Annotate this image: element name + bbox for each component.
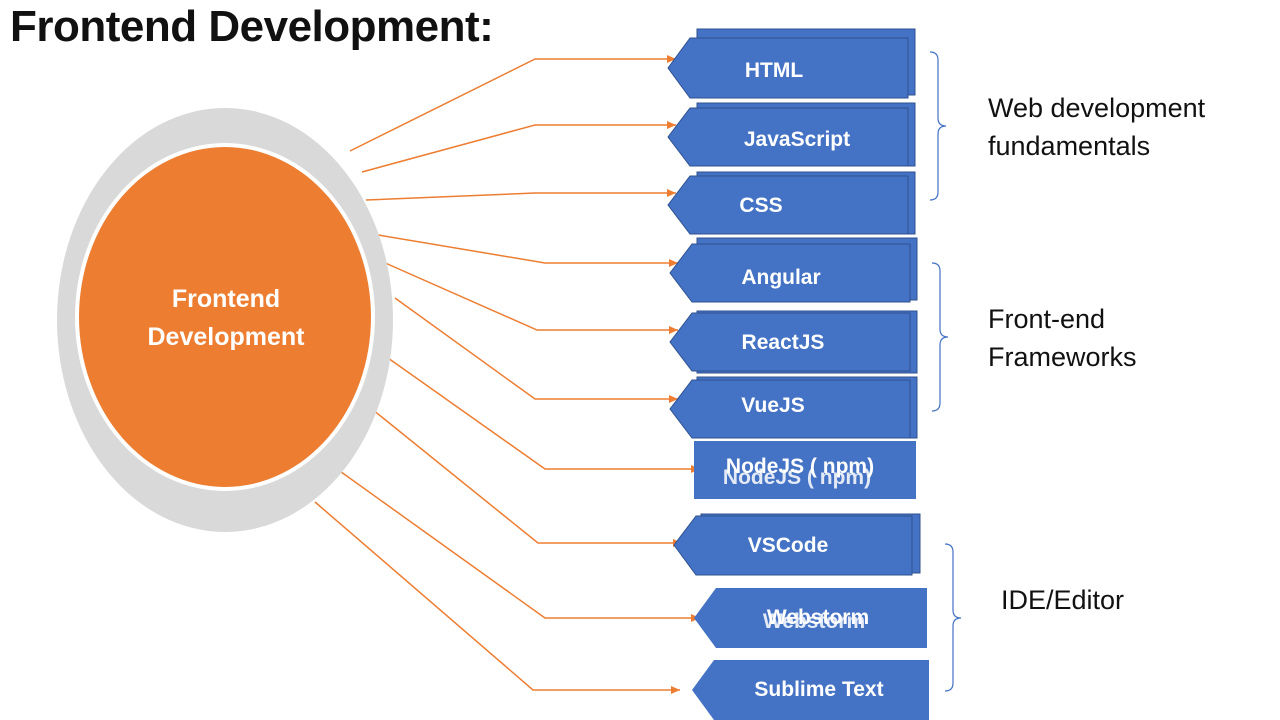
group-label-line1: Web development [988,93,1206,123]
group-label-line2: fundamentals [988,131,1151,161]
arrowhead [671,686,680,694]
connectors [314,55,700,694]
connector-webstorm [329,463,700,619]
node-javascript: JavaScript [667,102,916,167]
node-label: NodeJS ( npm) [726,455,874,478]
node-label: ReactJS [742,331,825,354]
arrowhead [667,55,676,63]
group-label-line1: Front-end [988,304,1106,334]
connector-vuejs [394,297,678,400]
connector-reactjs [382,261,678,331]
node-label-echo: NodeJS ( npm) [723,466,871,489]
node-label-echo: Webstorm [763,610,865,633]
center-node-label-line1: Frontend [172,285,280,313]
group-label-line1: IDE/Editor [1001,585,1125,615]
node-label: HTML [745,59,803,82]
arrowhead [669,259,678,267]
center-node-label-line2: Development [148,323,306,351]
connector-html [349,58,676,152]
node-label: VueJS [741,394,804,417]
node-vuejs: VueJS [669,376,918,439]
connector-vscode [351,392,682,544]
node-css: CSS [667,171,916,235]
connector-nodejs [329,316,700,470]
group-brackets [929,51,962,692]
bracket-ide-editor [944,543,962,692]
arrowhead [667,121,676,129]
node-reactjs: ReactJS [669,310,918,374]
arrowhead [669,395,678,403]
node-label: Angular [741,266,820,289]
node-nodejs: NodeJS ( npm) NodeJS ( npm) [694,441,916,499]
node-label: Sublime Text [754,678,883,701]
node-sublime-text: Sublime Text [692,660,929,720]
bracket-frameworks [931,262,949,412]
node-angular: Angular [669,237,918,303]
group-label-web-fundamentals: Web development fundamentals [988,89,1205,165]
node-label: Webstorm [767,606,869,629]
node-label: JavaScript [744,128,850,151]
diagram-title: Frontend Development: [10,2,494,51]
connector-javascript [361,124,676,173]
group-label-ide-editor: IDE/Editor [1001,581,1124,619]
node-webstorm: Webstorm Webstorm [694,588,927,648]
connector-css [365,192,676,201]
group-label-frameworks: Front-end Frameworks [988,300,1137,376]
connector-angular [377,234,678,264]
arrowhead [669,326,678,334]
node-list: HTML JavaScript CSS Angular ReactJS VueJ… [667,28,929,720]
node-vscode: VSCode [673,513,921,576]
center-node [79,147,371,487]
node-html: HTML [667,28,916,99]
node-label: CSS [739,194,782,217]
connector-sublime-text [314,501,680,691]
arrowhead [667,189,676,197]
bracket-web-fundamentals [929,51,947,201]
node-label: VSCode [748,534,829,557]
group-label-line2: Frameworks [988,342,1137,372]
